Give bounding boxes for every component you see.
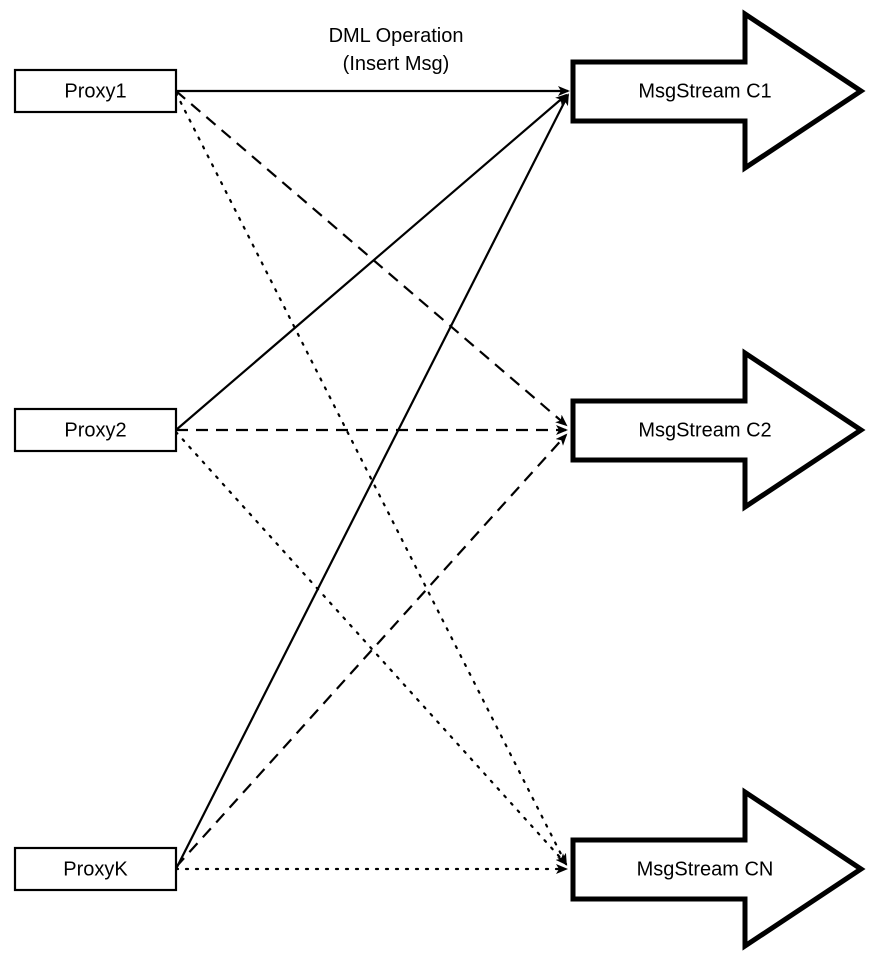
node-label: Proxy2 [64,419,126,441]
source-node-proxy2[interactable]: Proxy2 [13,407,178,453]
stream-label: MsgStream CN [637,858,774,880]
edge-layer [174,86,570,874]
block-arrow-icon [570,787,866,951]
edge-proxy1-to-stream-cn[interactable] [174,91,568,866]
edge-proxyk-to-stream-c2[interactable] [175,433,568,868]
stream-label: MsgStream C2 [638,419,771,441]
source-node-proxy1[interactable]: Proxy1 [13,68,178,114]
edge-proxy2-to-stream-c1[interactable] [175,93,568,431]
edge-caption-group: DML Operation (Insert Msg) [329,25,464,75]
source-node-proxyk[interactable]: ProxyK [13,846,178,892]
node-box-rect [13,846,178,892]
node-box-rect [13,68,178,114]
edge-caption-line2: (Insert Msg) [343,53,450,75]
stream-block-arrow-cn[interactable]: MsgStream CN [570,787,866,951]
block-arrow-icon [570,348,866,512]
node-label: Proxy1 [64,80,126,102]
stream-block-arrow-c2[interactable]: MsgStream C2 [570,348,866,512]
node-label: ProxyK [63,858,128,880]
node-box-rect [13,407,178,453]
block-arrow-icon [570,9,866,173]
edge-proxy1-to-stream-c2[interactable] [175,90,568,427]
edge-caption-line1: DML Operation [329,25,464,47]
stream-block-arrow-c1[interactable]: MsgStream C1 [570,9,866,173]
edge-proxy2-to-stream-cn[interactable] [174,430,568,866]
edge-proxyk-to-stream-c1[interactable] [175,93,569,870]
stream-label: MsgStream C1 [638,80,771,102]
